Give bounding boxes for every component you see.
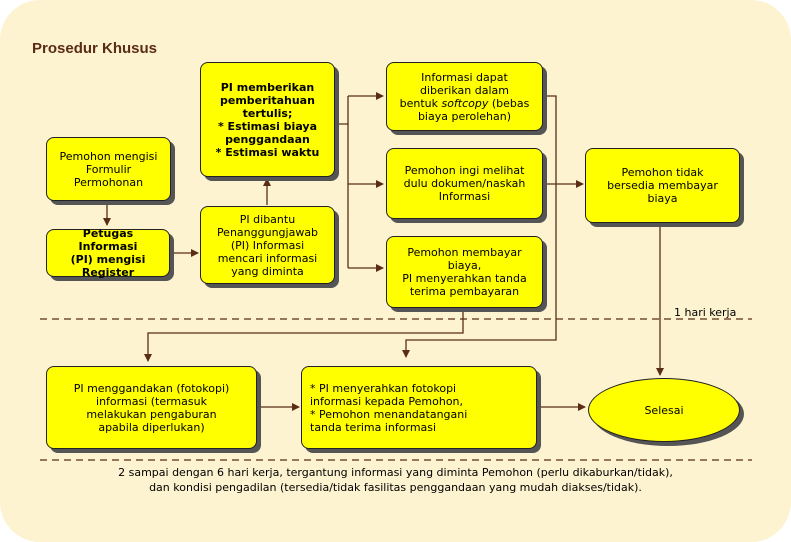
diagram-title: Prosedur Khusus [32,40,158,57]
box-pemohon-formulir: Pemohon mengisi Formulir Permohonan [46,137,171,201]
box-melihat: Pemohon ingi melihat dulu dokumen/naskah… [386,148,543,219]
box-tidak-bersedia: Pemohon tidak bersedia membayar biaya [585,148,740,223]
box-softcopy: Informasi dapat diberikan dalam bentuk s… [386,62,543,131]
box-pi-pemberitahuan: PI memberikan pemberitahuan tertulis; * … [200,62,335,177]
box-petugas-register: Petugas Informasi (PI) mengisi Register [46,227,170,279]
arrow-membayar-to-menggandakan [144,310,464,362]
label-1-hari-kerja: 1 hari kerja [674,306,737,319]
footnote-line-1: 2 sampai dengan 6 hari kerja, tergantung… [118,466,673,479]
arrow-pemberitahuan-branches [336,123,349,268]
box-menggandakan: PI menggandakan (fotokopi) informasi (te… [46,366,257,449]
box-menyerahkan: * PI menyerahkan fotokopi informasi kepa… [301,366,537,449]
ellipse-selesai: Selesai [588,378,740,442]
softcopy-text-pre: Informasi dapat diberikan dalam bentuk [399,70,509,110]
box-membayar: Pemohon membayar biaya, PI menyerahkan t… [386,236,543,308]
box-pi-dibantu: PI dibantu Penanggungjawab (PI) Informas… [200,206,335,284]
softcopy-text-em: softcopy [441,96,489,110]
footnote-line-2: dan kondisi pengadilan (tersedia/tidak f… [149,481,642,494]
softcopy-text-post: (bebas biaya perolehan) [417,96,530,123]
arrow-softcopy-to-menyerahkan [402,95,557,358]
